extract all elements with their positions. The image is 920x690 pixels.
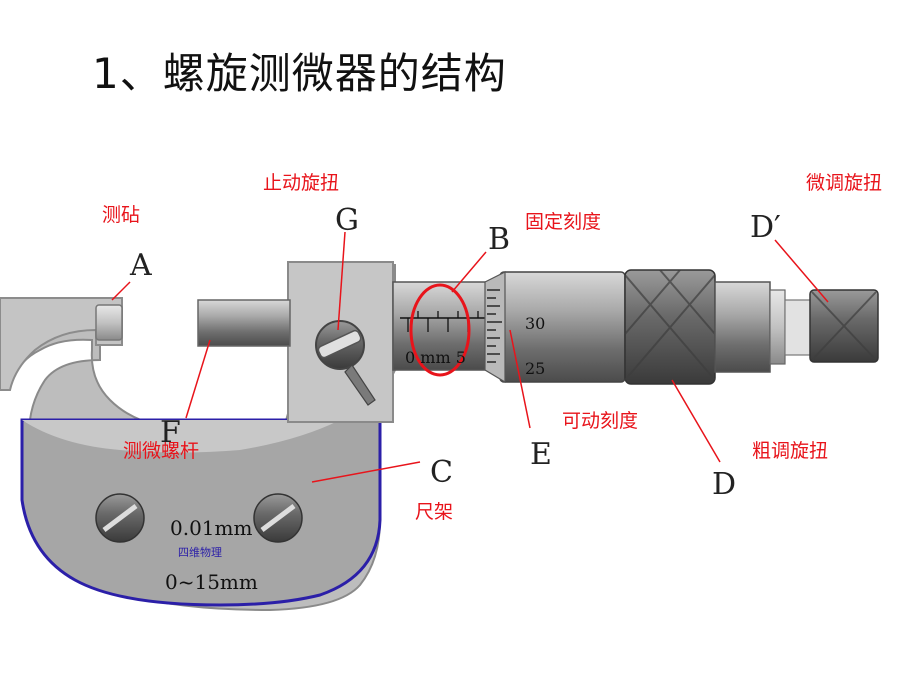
label-fine-knob: 微调旋扭 xyxy=(806,172,883,194)
label-frame: 尺架 xyxy=(415,501,454,523)
label-movable-scale: 可动刻度 xyxy=(562,410,639,432)
micrometer-diagram xyxy=(0,231,879,612)
label-coarse-knob: 粗调旋扭 xyxy=(752,440,829,462)
label-anvil: 测砧 xyxy=(102,204,141,226)
letter-a: A xyxy=(130,248,152,283)
letter-d: D xyxy=(712,467,737,502)
frame-range-text: 0~15mm xyxy=(165,570,258,594)
sleeve-scale-text: 0 mm 5 xyxy=(405,348,466,367)
frame-bow xyxy=(20,418,382,607)
thimble-scale-upper: 30 xyxy=(525,314,546,333)
label-spindle: 测微螺杆 xyxy=(123,440,200,462)
letter-e: E xyxy=(530,437,552,472)
label-fixed-scale: 固定刻度 xyxy=(525,211,602,233)
anvil xyxy=(95,304,123,341)
highlight-circle xyxy=(409,283,471,377)
page-title: 1、螺旋测微器的结构 xyxy=(92,49,507,98)
letter-c: C xyxy=(430,455,453,490)
thimble xyxy=(499,271,626,383)
screw-left xyxy=(95,493,145,543)
letter-d-prime: D′ xyxy=(750,210,781,245)
spindle xyxy=(197,299,291,347)
letter-g: G xyxy=(335,203,359,238)
leader-lines xyxy=(111,231,829,483)
frame-brand-text: 四维物理 xyxy=(178,546,222,559)
label-lock-knob: 止动旋扭 xyxy=(263,172,340,194)
letter-f: F xyxy=(160,415,181,450)
thimble-scale-lower: 25 xyxy=(525,359,546,378)
letter-b: B xyxy=(488,222,511,257)
screw-right xyxy=(253,493,303,543)
thimble-ticks xyxy=(487,289,502,363)
frame-precision-text: 0.01mm xyxy=(170,516,253,540)
